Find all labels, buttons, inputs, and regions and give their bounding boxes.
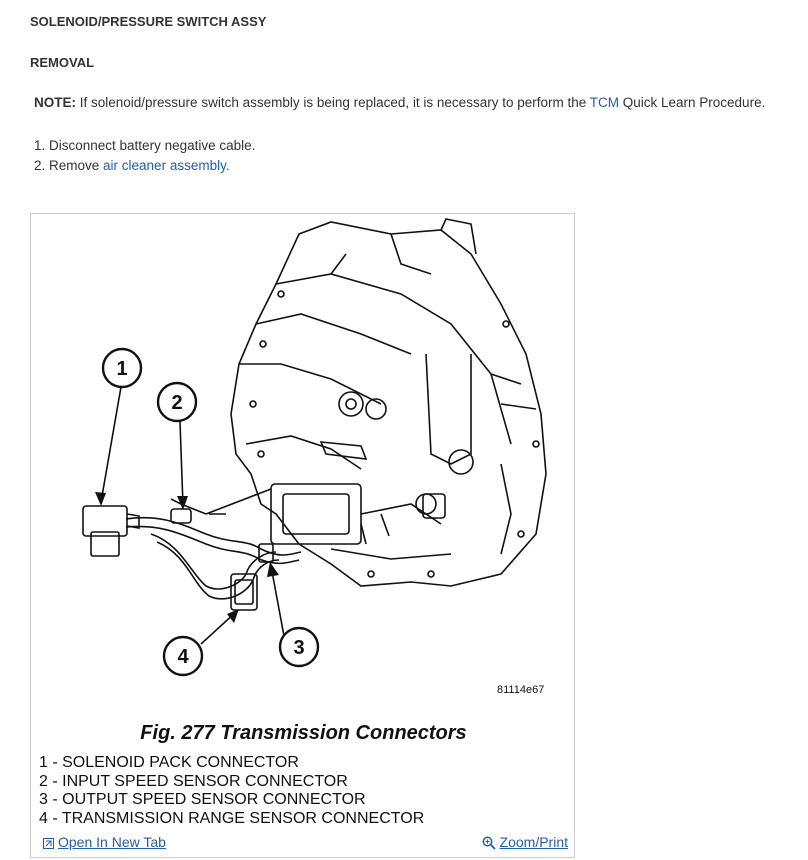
open-in-new-tab-link[interactable]: Open In New Tab [43, 834, 166, 850]
step-list: 1. Disconnect battery negative cable. 2.… [34, 136, 255, 176]
magnifier-icon [482, 836, 496, 850]
zoom-print-link[interactable]: Zoom/Print [482, 834, 568, 850]
legend-item: 1 - SOLENOID PACK CONNECTOR [39, 754, 299, 771]
figure-legend: 1 - SOLENOID PACK CONNECTOR 2 - INPUT SP… [39, 754, 424, 828]
figure-code: 81114e67 [497, 684, 545, 696]
note-text-end: Quick Learn Procedure. [619, 95, 766, 110]
callout-2: 2 [171, 392, 182, 414]
legend-item: 3 - OUTPUT SPEED SENSOR CONNECTOR [39, 791, 366, 808]
tcm-link[interactable]: TCM [589, 95, 619, 110]
note-paragraph: NOTE: If solenoid/pressure switch assemb… [34, 95, 765, 110]
legend-item: 2 - INPUT SPEED SENSOR CONNECTOR [39, 772, 348, 790]
callout-3: 3 [293, 637, 304, 659]
legend-item: 4 - TRANSMISSION RANGE SENSOR CONNECTOR [39, 809, 425, 827]
figure-title: Fig. 277 Transmission Connectors [140, 722, 467, 744]
transmission-drawing: 1 2 3 4 [82, 218, 547, 677]
open-external-icon [43, 837, 54, 849]
air-cleaner-link[interactable]: air cleaner assembly. [103, 158, 230, 173]
callout-1: 1 [116, 358, 127, 380]
step-item: 2. Remove air cleaner assembly. [34, 158, 230, 173]
note-text: If solenoid/pressure switch assembly is … [76, 95, 590, 110]
step-item: 1. Disconnect battery negative cable. [34, 138, 256, 153]
figure-box: 1 2 3 4 81114e67 Fig. 277 Transmission C… [30, 213, 575, 858]
page-heading: SOLENOID/PRESSURE SWITCH ASSY [30, 14, 267, 29]
section-heading: REMOVAL [30, 55, 95, 70]
callout-4: 4 [177, 646, 189, 668]
note-label: NOTE: [34, 95, 76, 110]
